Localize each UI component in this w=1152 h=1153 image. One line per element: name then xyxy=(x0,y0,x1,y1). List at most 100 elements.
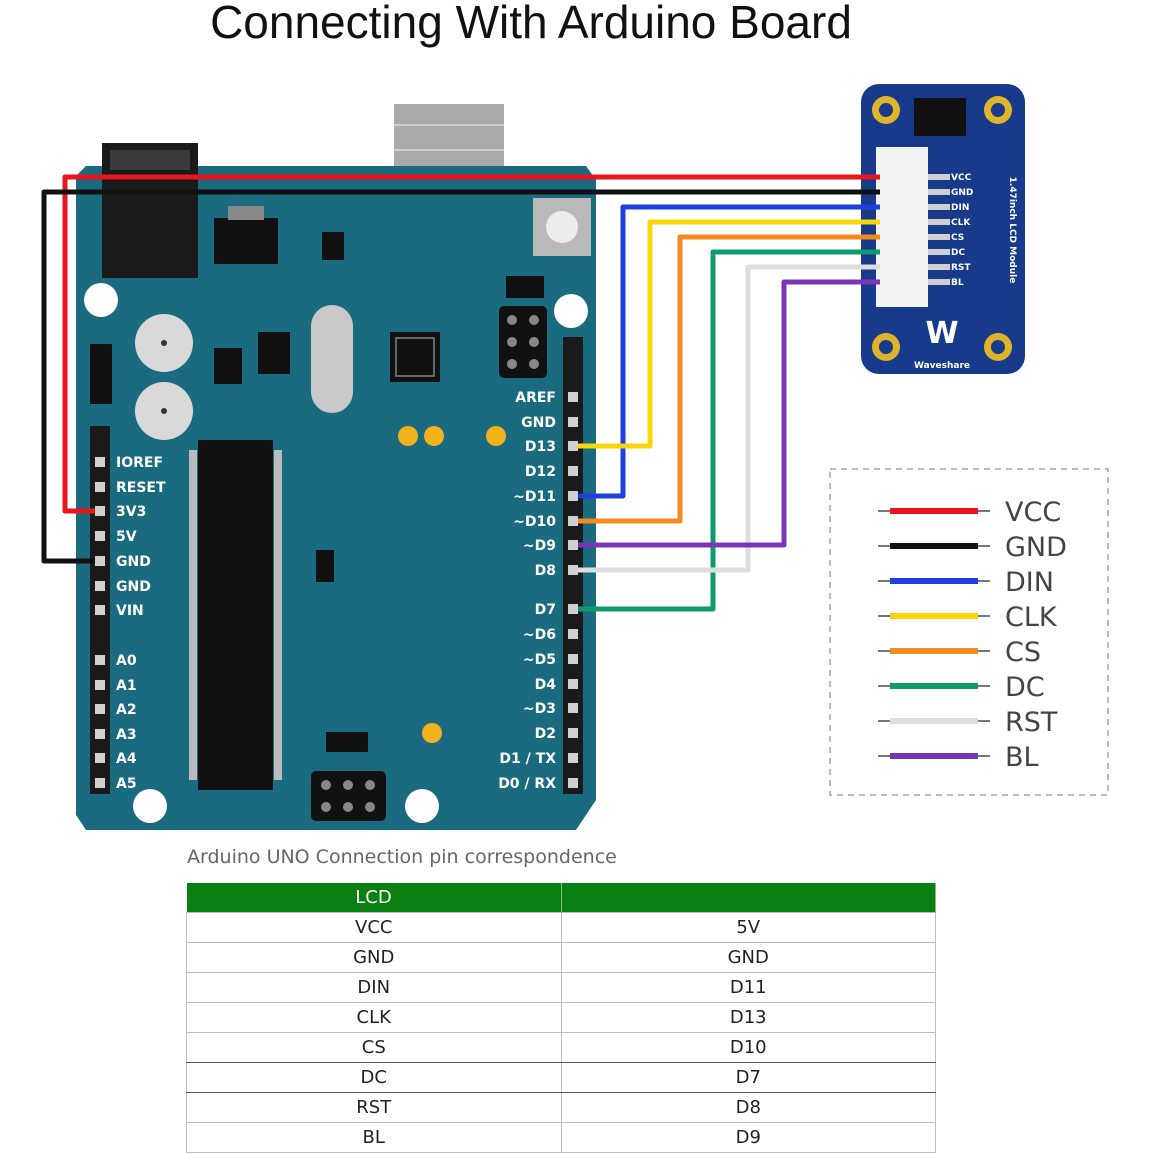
left-pin-label: A4 xyxy=(116,751,137,767)
left-pin xyxy=(95,506,105,516)
left-pin-label: GND xyxy=(116,554,151,570)
left-pin-label: A5 xyxy=(116,776,137,792)
right-pin-label: ~D3 xyxy=(523,701,556,717)
table-header-arduino xyxy=(561,883,936,913)
legend-label: CS xyxy=(1005,637,1041,668)
left-pin xyxy=(95,482,105,492)
left-pin xyxy=(95,457,105,467)
right-pin-label: D8 xyxy=(535,563,556,579)
module-pin-label: GND xyxy=(951,188,973,198)
table-caption: Arduino UNO Connection pin correspondenc… xyxy=(187,846,617,868)
waveshare-logo-icon: W xyxy=(925,316,958,351)
right-pin xyxy=(568,417,578,427)
left-pin xyxy=(95,778,105,788)
legend-label: GND xyxy=(1005,532,1067,563)
right-pin xyxy=(568,679,578,689)
wire-vcc xyxy=(62,174,880,514)
module-pin-label: RST xyxy=(951,263,971,273)
legend-label: BL xyxy=(1005,742,1039,773)
left-pin-label: IOREF xyxy=(116,455,163,471)
right-pin-label: D12 xyxy=(525,464,556,480)
module-brand: Waveshare xyxy=(914,361,970,371)
left-pin xyxy=(95,753,105,763)
module-pin-label: VCC xyxy=(951,173,972,183)
right-pin-label: D0 / RX xyxy=(498,776,556,792)
left-pin xyxy=(95,531,105,541)
right-pin-label: ~D9 xyxy=(523,538,556,554)
lcd-pin-cell: BL xyxy=(186,1122,562,1153)
module-pin xyxy=(928,249,950,255)
legend-box xyxy=(829,468,1109,796)
left-pin xyxy=(95,704,105,714)
arduino-pin-cell: GND xyxy=(560,942,936,973)
wire-dc xyxy=(578,249,880,612)
left-pin xyxy=(95,581,105,591)
crystal xyxy=(311,305,353,413)
leds xyxy=(398,426,506,743)
lcd-pin-cell: DIN xyxy=(186,972,562,1003)
left-pin xyxy=(95,680,105,690)
arduino-pin-cell: 5V xyxy=(560,912,936,943)
arduino-pin-cell: D7 xyxy=(560,1062,936,1093)
right-pin-label: AREF xyxy=(515,390,556,406)
right-pin-label: ~D10 xyxy=(513,514,556,530)
right-pin xyxy=(568,778,578,788)
wire-gnd xyxy=(41,189,880,564)
right-pin-label: ~D11 xyxy=(513,489,556,505)
right-pin xyxy=(568,441,578,451)
left-pin xyxy=(95,655,105,665)
lcd-pin-cell: RST xyxy=(186,1092,562,1123)
lcd-pin-cell: VCC xyxy=(186,912,562,943)
left-pin xyxy=(95,556,105,566)
usb-chip xyxy=(390,332,440,382)
wire-rst xyxy=(578,264,880,573)
module-pin xyxy=(928,279,950,285)
legend-label: VCC xyxy=(1005,497,1061,528)
page-title: Connecting With Arduino Board xyxy=(210,0,852,48)
icsp-header xyxy=(499,306,547,378)
left-pin-label: GND xyxy=(116,579,151,595)
arduino-pin-cell: D8 xyxy=(560,1092,936,1123)
module-pin-label: DC xyxy=(951,248,965,258)
wire-bl xyxy=(578,279,880,548)
right-pin xyxy=(568,604,578,614)
left-pin-label: 3V3 xyxy=(116,504,146,520)
right-pin xyxy=(568,466,578,476)
right-pin xyxy=(568,703,578,713)
right-pin xyxy=(568,654,578,664)
module-name: 1.47inch LCD Module xyxy=(1007,177,1017,284)
lcd-pin-cell: CS xyxy=(186,1032,562,1063)
module-pin xyxy=(928,189,950,195)
right-pin-label: D7 xyxy=(535,602,556,618)
arduino-pin-cell: D9 xyxy=(560,1122,936,1153)
module-pin xyxy=(928,174,950,180)
module-pin-label: CLK xyxy=(951,218,971,228)
mounting-holes xyxy=(84,283,588,823)
wire-din xyxy=(578,204,880,499)
right-pin-label: GND xyxy=(521,415,556,431)
module-pin xyxy=(928,219,950,225)
left-pin-label: A1 xyxy=(116,678,137,694)
right-pin xyxy=(568,629,578,639)
right-pin xyxy=(568,392,578,402)
wire-clk xyxy=(578,219,880,449)
left-pin-label: A2 xyxy=(116,702,137,718)
module-pin xyxy=(928,204,950,210)
right-pin-label: ~D5 xyxy=(523,652,556,668)
left-pin xyxy=(95,729,105,739)
right-pin-label: D2 xyxy=(535,726,556,742)
legend-label: CLK xyxy=(1005,602,1058,633)
arduino-pin-cell: D11 xyxy=(560,972,936,1003)
module-pin xyxy=(928,234,950,240)
wire-cs xyxy=(578,234,880,524)
module-pin-label: CS xyxy=(951,233,964,243)
right-pin xyxy=(568,540,578,550)
right-pin xyxy=(568,491,578,501)
